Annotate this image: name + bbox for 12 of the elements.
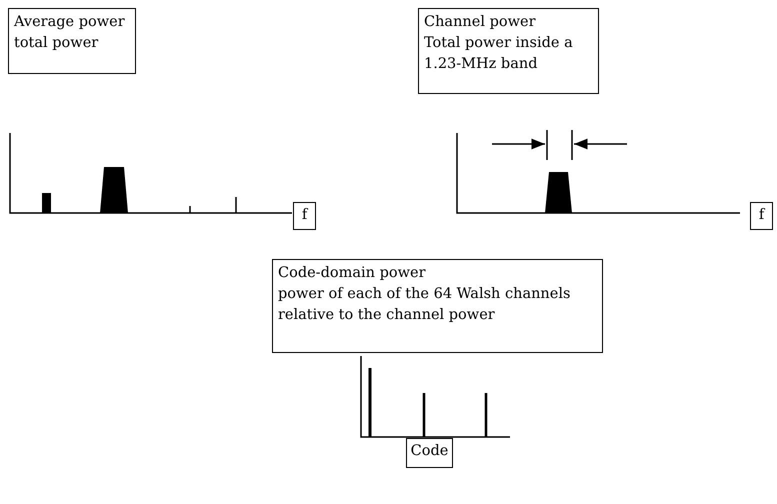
heading-text: Average power [14, 13, 126, 32]
body-text: power of each of the 64 Walsh channels relative to the channel power [278, 285, 572, 325]
heading-text: Code-domain power [278, 264, 427, 283]
heading-text: Channel power [424, 13, 537, 32]
axis-label: Code [406, 438, 453, 468]
text-box [272, 259, 603, 353]
body-text: Total power inside a 1.23-MHz band [424, 34, 574, 74]
text-box [418, 8, 599, 94]
text-box [8, 8, 136, 74]
body-text: total power [14, 34, 100, 53]
axis-label: f [750, 202, 773, 230]
axis-label: f [293, 202, 316, 230]
